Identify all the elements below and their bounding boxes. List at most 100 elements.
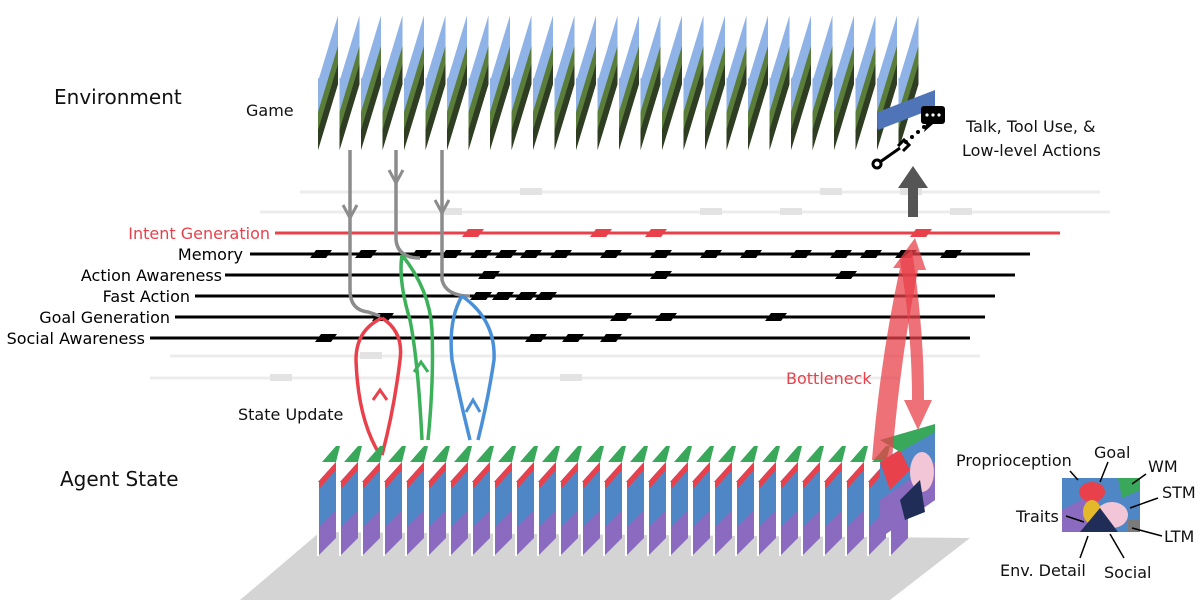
game-frame — [489, 11, 511, 150]
module-block — [550, 250, 572, 258]
module-block — [462, 229, 484, 237]
module-block — [525, 334, 547, 342]
game-frame — [360, 11, 382, 150]
module-label: Memory — [178, 245, 243, 264]
game-frame — [639, 11, 662, 150]
state-slab — [515, 446, 538, 556]
actions-label-line2: Low-level Actions — [962, 141, 1101, 160]
game-frame — [338, 11, 361, 150]
red-flow — [354, 316, 403, 456]
module-block — [310, 250, 332, 258]
state-legend-graphic — [1062, 478, 1140, 532]
game-frame — [381, 11, 404, 150]
module-block — [940, 250, 962, 258]
game-frame — [876, 11, 898, 150]
game-frame — [768, 11, 791, 150]
state-slab — [537, 446, 560, 556]
module-block — [478, 271, 500, 279]
up-arrow-icon — [898, 166, 928, 217]
game-frame — [682, 11, 705, 150]
game-frame — [811, 11, 834, 150]
state-slab — [427, 446, 450, 556]
module-block — [495, 250, 517, 258]
module-block — [470, 250, 492, 258]
game-frame — [854, 11, 877, 150]
agent-state-slabs — [317, 424, 935, 556]
module-block — [470, 292, 492, 300]
environment-label: Environment — [54, 85, 182, 109]
green-flow — [399, 253, 435, 441]
bottleneck-label: Bottleneck — [786, 369, 872, 388]
agent-state-base-shadow — [240, 532, 970, 600]
flow-curves — [348, 150, 496, 456]
actions-label-line1: Talk, Tool Use, & — [965, 117, 1096, 136]
state-slab — [823, 446, 846, 556]
game-frame — [618, 11, 640, 150]
legend-env-detail: Env. Detail — [1000, 561, 1086, 580]
legend-pointers — [1065, 461, 1163, 559]
legend-proprioception: Proprioception — [956, 451, 1072, 470]
module-block — [355, 250, 377, 258]
state-slab — [559, 446, 582, 556]
blue-flow — [449, 294, 496, 441]
legend-ltm: LTM — [1164, 527, 1194, 546]
module-lines — [150, 231, 1060, 340]
dotted-link — [904, 125, 926, 144]
state-slab — [757, 446, 780, 556]
legend-goal: Goal — [1094, 443, 1130, 462]
state-slab — [361, 446, 384, 556]
module-block — [765, 313, 787, 321]
state-slab — [735, 446, 758, 556]
state-update-label: State Update — [238, 405, 343, 424]
legend-stm: STM — [1162, 483, 1196, 502]
game-frame — [790, 11, 812, 150]
gray-flow-2 — [394, 150, 421, 260]
state-slab-side — [880, 424, 935, 538]
module-block — [492, 292, 514, 300]
module-label: Action Awareness — [81, 266, 222, 285]
module-block — [650, 250, 672, 258]
gray-flow-1 — [348, 150, 381, 318]
state-slab — [779, 446, 802, 556]
module-block — [520, 250, 542, 258]
game-label: Game — [246, 101, 294, 120]
module-block — [700, 250, 722, 258]
faint-track-lines — [150, 190, 1110, 380]
module-block — [910, 229, 932, 237]
module-block — [590, 229, 612, 237]
legend-social: Social — [1104, 563, 1151, 582]
game-frame — [510, 11, 533, 150]
state-slab — [405, 446, 428, 556]
module-label: Intent Generation — [128, 224, 270, 243]
state-slab — [669, 446, 692, 556]
module-label: Social Awareness — [7, 329, 145, 348]
game-frame — [596, 11, 619, 150]
module-block — [535, 292, 557, 300]
game-frame — [403, 11, 425, 150]
legend-traits: Traits — [1015, 507, 1059, 526]
state-slab — [713, 446, 736, 556]
state-slab — [471, 446, 494, 556]
agent-state-label: Agent State — [60, 467, 179, 491]
game-frame — [446, 11, 468, 150]
module-label: Goal Generation — [39, 308, 170, 327]
game-frame — [532, 11, 554, 150]
state-slab — [845, 446, 868, 556]
state-slab — [603, 446, 626, 556]
module-block — [440, 250, 462, 258]
state-slab — [691, 446, 714, 556]
module-block — [515, 292, 537, 300]
module-block — [645, 229, 667, 237]
module-blocks — [310, 229, 962, 342]
state-slab — [493, 446, 516, 556]
state-slab — [581, 446, 604, 556]
module-block — [600, 250, 622, 258]
state-slab — [625, 446, 648, 556]
state-slab — [647, 446, 670, 556]
module-block — [860, 250, 882, 258]
game-frame — [317, 11, 339, 150]
gray-flow-3 — [440, 150, 471, 298]
faint-track-blocks — [270, 188, 972, 381]
